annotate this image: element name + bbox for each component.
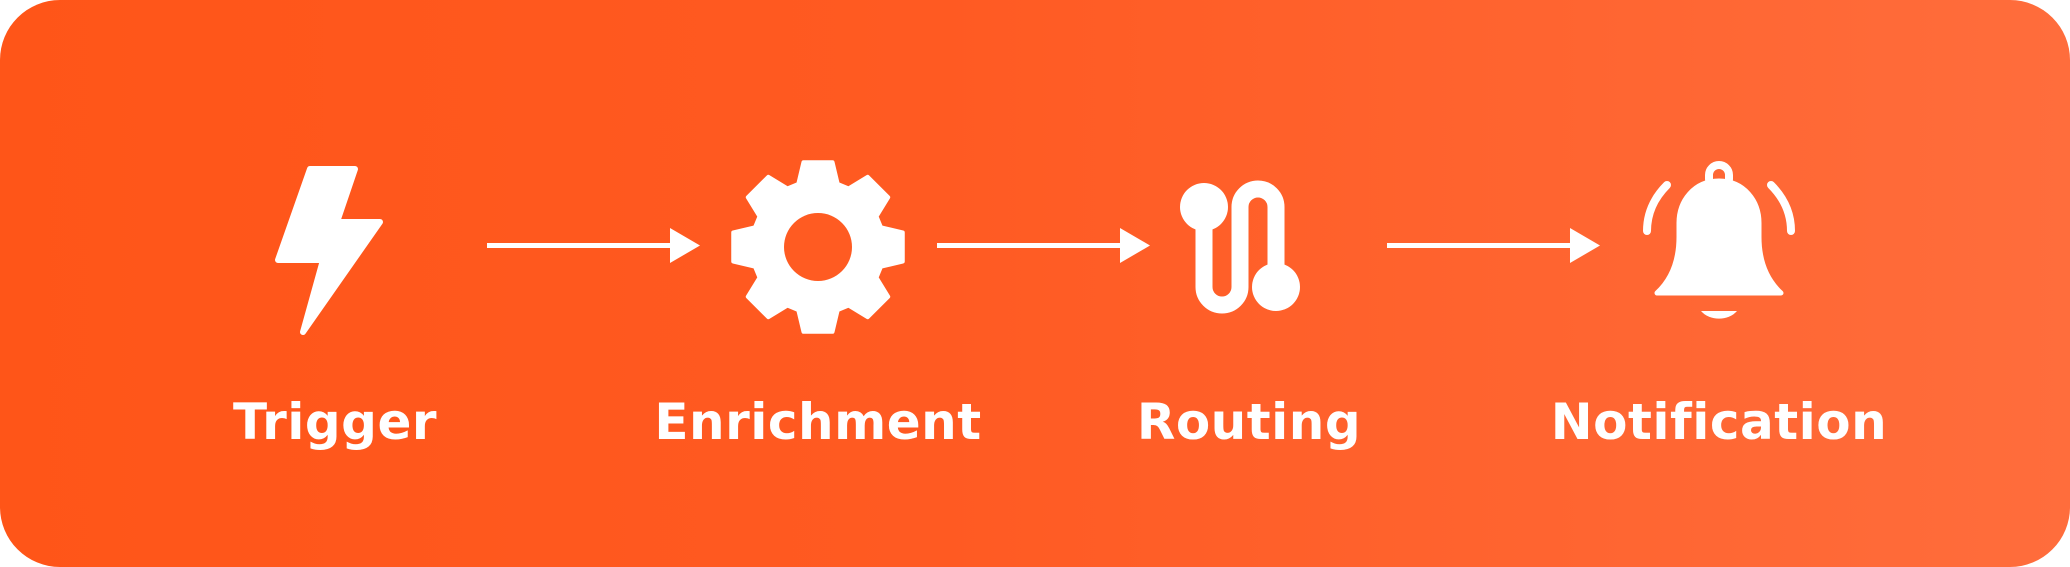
arrow-right-icon <box>1387 228 1600 263</box>
arrow-right-icon <box>937 228 1150 263</box>
step-routing: Routing <box>1049 0 1449 567</box>
bell-icon <box>1519 152 1919 342</box>
arrow-right-icon <box>487 228 700 263</box>
step-enrichment: Enrichment <box>618 0 1018 567</box>
step-notification: Notification <box>1519 0 1919 567</box>
step-trigger: Trigger <box>135 0 535 567</box>
step-label-notification: Notification <box>1550 393 1888 451</box>
step-label-routing: Routing <box>1136 393 1362 451</box>
route-icon <box>1049 152 1449 342</box>
gear-icon <box>618 152 1018 342</box>
lightning-bolt-icon <box>135 152 535 342</box>
step-label-enrichment: Enrichment <box>654 393 982 451</box>
step-label-trigger: Trigger <box>232 393 438 451</box>
